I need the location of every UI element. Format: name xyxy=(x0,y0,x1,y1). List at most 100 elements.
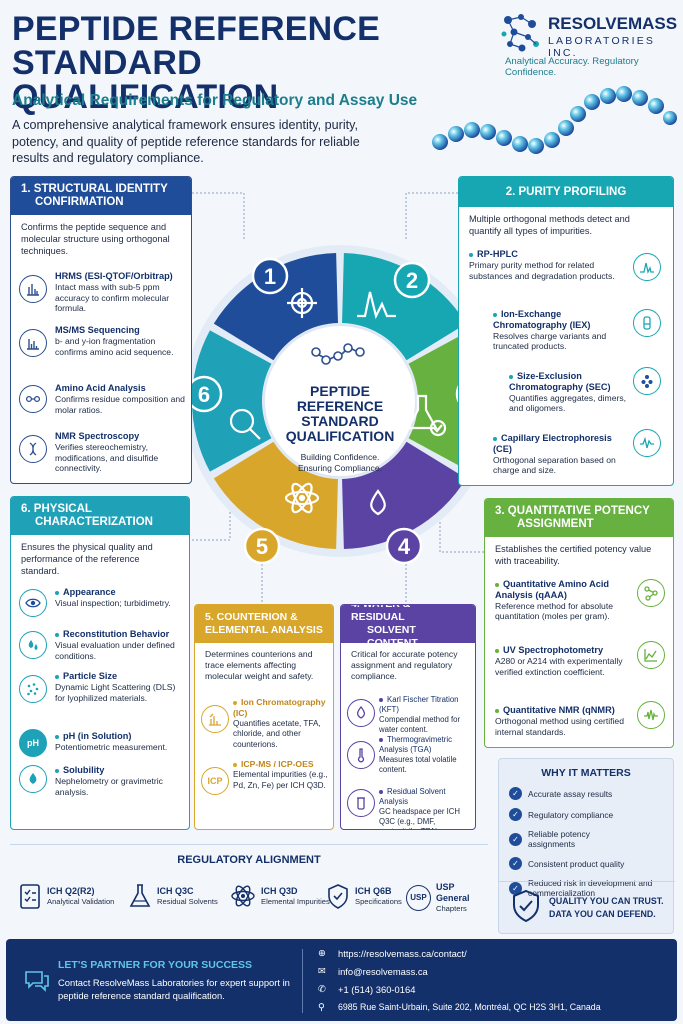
reg-item-q2-desc: Analytical Validation xyxy=(47,897,115,906)
atom-icon xyxy=(284,482,320,514)
icp-icon: ICP xyxy=(201,767,229,795)
logo-tagline: Analytical Accuracy. Regulatory Confiden… xyxy=(505,56,639,78)
badge-1-num: 1 xyxy=(264,264,276,289)
panel-2-item-2: Ion-Exchange Chromatography (IEX)Resolve… xyxy=(493,309,629,352)
bar-spectrum-icon xyxy=(19,329,47,357)
panel-counterion-elemental: 5. COUNTERION &ELEMENTAL ANALYSIS Determ… xyxy=(194,604,334,830)
panel-5-item-2-text: Elemental impurities (e.g., Pd, Zn, Fe) … xyxy=(233,769,328,790)
mail-icon: ✉ xyxy=(318,965,326,976)
panel-6-item-5-name: Solubility xyxy=(63,765,105,775)
panel-2-item-4-text: Orthogonal separation based on charge an… xyxy=(493,454,616,476)
badge-4 xyxy=(385,527,423,565)
regulatory-alignment: REGULATORY ALIGNMENT ICH Q2(R2)Analytica… xyxy=(10,844,488,920)
badge-6 xyxy=(190,375,223,413)
atom-icon xyxy=(231,885,255,907)
molecule-icon xyxy=(637,579,665,607)
why-item-1: ✓Accurate assay results xyxy=(509,787,669,800)
footer-url[interactable]: https://resolvemass.ca/contact/ xyxy=(338,947,467,959)
logo-subtitle: LABORATORIES INC. xyxy=(548,35,656,59)
segment-icons xyxy=(229,288,447,516)
wheel-segment-4 xyxy=(342,441,467,549)
reg-item-q3c-desc: Residual Solvents xyxy=(157,897,218,906)
shield-check-icon xyxy=(513,889,539,923)
segment-badges: 1 2 3 4 5 6 xyxy=(190,257,490,565)
footer-cta-title: LET'S PARTNER FOR YOUR SUCCESS xyxy=(58,959,253,971)
droplets-icon xyxy=(19,631,47,659)
panel-4-item-1-text: Compendial method for water content. xyxy=(379,715,461,734)
panel-4-title-a: 4. WATER & RESIDUAL xyxy=(351,604,411,623)
center-tagline-2: Ensuring Compliance. xyxy=(297,463,383,473)
footer-phone[interactable]: ✆+1 (514) 360-0164 xyxy=(318,983,415,995)
panel-5-header: 5. COUNTERION &ELEMENTAL ANALYSIS xyxy=(195,605,333,643)
panel-2-item-1-text: Primary purity method for related substa… xyxy=(469,259,615,281)
chat-bubbles-icon xyxy=(25,971,49,992)
title-line-1: PEPTIDE REFERENCE STANDARD xyxy=(12,10,381,82)
badge-5 xyxy=(243,527,281,565)
chromatogram-icon xyxy=(357,291,396,320)
footer: LET'S PARTNER FOR YOUR SUCCESS Contact R… xyxy=(6,939,677,1021)
footer-email[interactable]: ✉ info@resolvemass.ca xyxy=(318,965,428,977)
panel-1-item-1-name: HRMS (ESI-QTOF/Orbitrap) xyxy=(55,271,173,281)
nmr-signal-icon xyxy=(637,701,665,729)
electropherogram-icon xyxy=(633,429,661,457)
magnifier-icon xyxy=(229,408,261,440)
panel-6-title-b: CHARACTERIZATION xyxy=(35,516,153,528)
footer-phone-text[interactable]: +1 (514) 360-0164 xyxy=(338,983,416,995)
why-slogan-1: QUALITY YOU CAN TRUST. xyxy=(549,896,664,906)
panel-5-title-a: 5. COUNTERION & xyxy=(205,611,298,623)
panel-6-item-3-name: Particle Size xyxy=(63,671,118,681)
panel-1-title-b: CONFIRMATION xyxy=(35,196,124,208)
panel-2-item-3: Size-Exclusion Chromatography (SEC)Quant… xyxy=(509,371,629,414)
target-icon xyxy=(287,288,317,318)
vial-icon xyxy=(347,789,375,817)
location-pin-icon: ⚲ xyxy=(318,1001,325,1012)
panel-5-title-b: ELEMENTAL ANALYSIS xyxy=(205,624,323,636)
panel-1-item-2-name: MS/MS Sequencing xyxy=(55,325,140,335)
panel-3-item-1: Quantitative Amino Acid Analysis (qAAA)R… xyxy=(495,579,635,622)
panel-3-item-3-text: Orthogonal method using certified intern… xyxy=(495,715,624,737)
page-title: PEPTIDE REFERENCE STANDARD QUALIFICATION xyxy=(12,12,512,114)
center-tagline-1: Building Confidence. xyxy=(300,452,380,462)
panel-1-item-1: HRMS (ESI-QTOF/Orbitrap)Intact mass with… xyxy=(55,271,185,314)
footer-email-text[interactable]: info@resolvemass.ca xyxy=(338,965,428,977)
panel-5-item-1-name: Ion Chromatography (IC) xyxy=(233,697,326,718)
check-circle-icon: ✓ xyxy=(509,832,522,846)
panel-6-item-1-name: Appearance xyxy=(63,587,116,597)
panel-6-item-4-name: pH (in Solution) xyxy=(63,731,132,741)
panel-6-item-1-text: Visual inspection; turbidimetry. xyxy=(55,597,171,608)
badge-1 xyxy=(251,257,289,295)
footer-address: ⚲6985 Rue Saint-Urbain, Suite 202, Montr… xyxy=(318,1001,601,1013)
center-title-line-4: QUALIFICATION xyxy=(285,428,395,444)
panel-4-desc: Critical for accurate potency assignment… xyxy=(351,649,458,681)
ion-chromatography-icon xyxy=(201,705,229,733)
panel-2-item-1-name: RP-HPLC xyxy=(477,249,518,259)
panel-4-item-1: Karl Fischer Titration (KFT)Compendial m… xyxy=(379,695,473,735)
panel-2-header: 2. PURITY PROFILING xyxy=(459,177,673,207)
panel-purity-profiling: 2. PURITY PROFILING Multiple orthogonal … xyxy=(458,176,674,486)
panel-6-title-a: 6. PHYSICAL xyxy=(21,503,92,515)
check-circle-icon: ✓ xyxy=(509,881,522,895)
badge-2-num: 2 xyxy=(406,268,418,293)
amino-chain-icon xyxy=(19,385,47,413)
why-slogan-2: DATA YOU CAN DEFEND. xyxy=(549,909,656,919)
center-title-line-2: REFERENCE xyxy=(296,398,384,414)
solubility-drop-icon xyxy=(19,765,47,793)
panel-6-item-2-text: Visual evaluation under defined conditio… xyxy=(55,639,175,661)
footer-web[interactable]: ⊕https://resolvemass.ca/contact/ xyxy=(318,947,467,959)
reg-item-q3d-desc: Elemental Impurities xyxy=(261,897,330,906)
why-item-4: ✓Consistent product quality xyxy=(509,857,669,870)
panel-3-item-2-name: UV Spectrophotometry xyxy=(503,645,604,655)
